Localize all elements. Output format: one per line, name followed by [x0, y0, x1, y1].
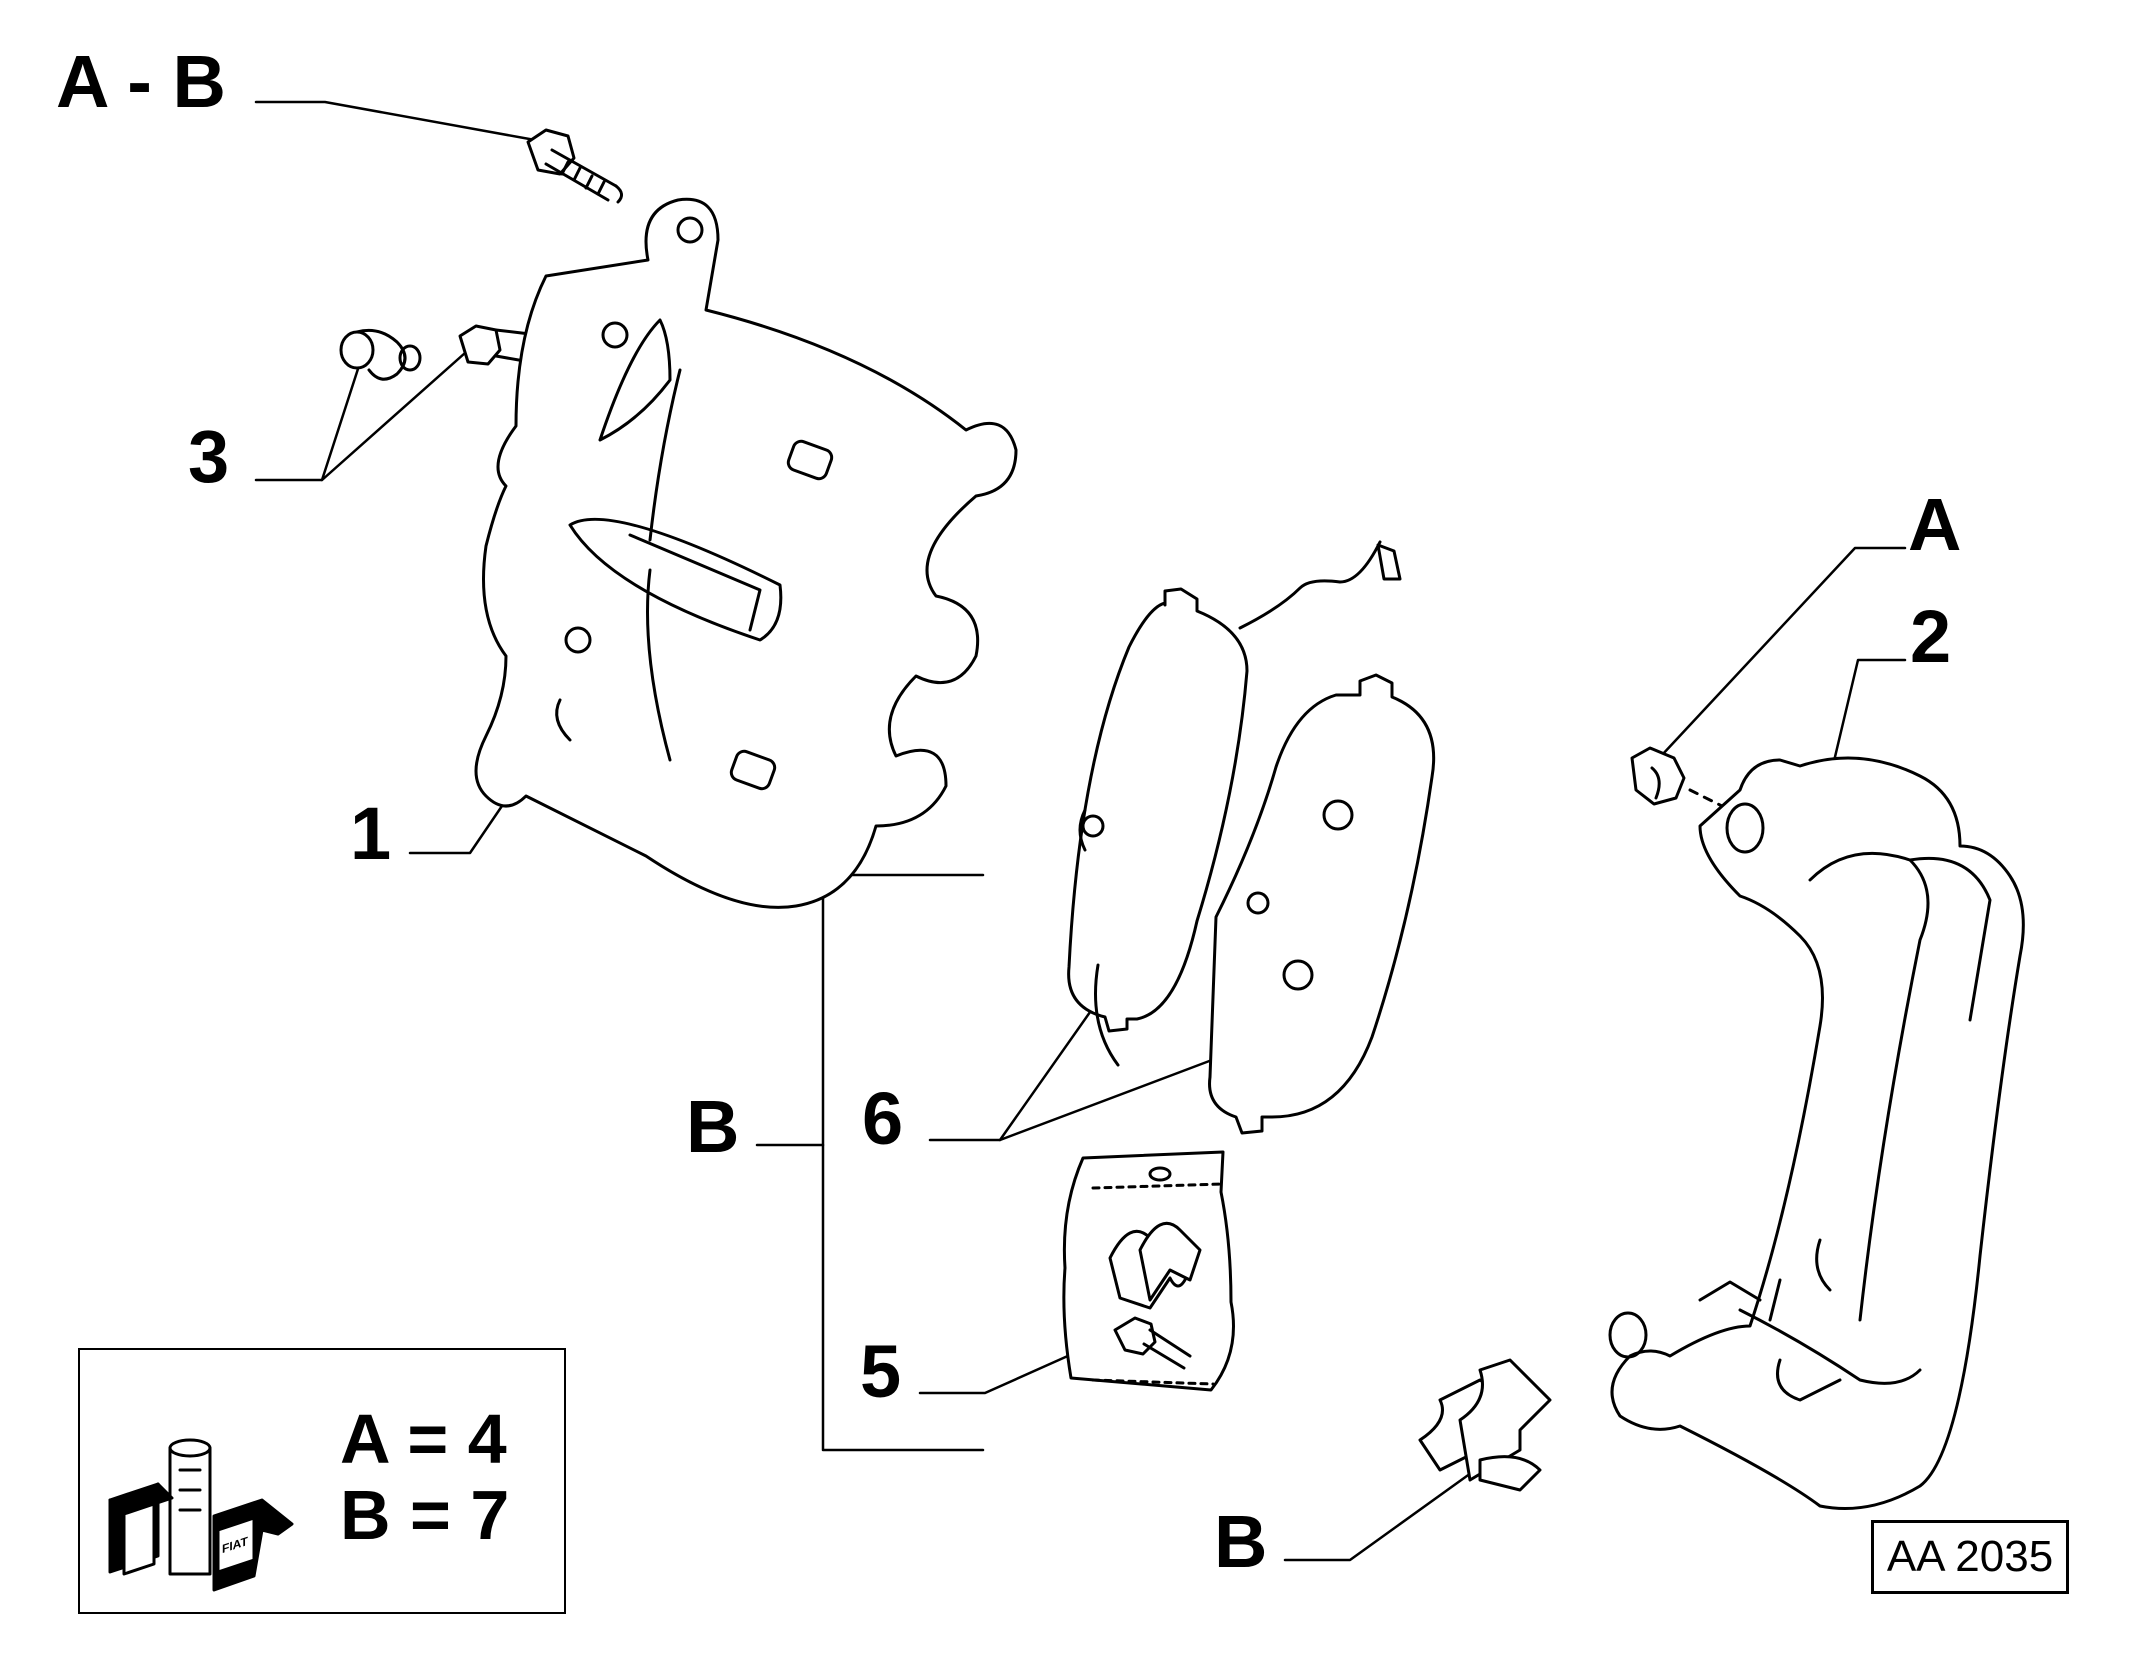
leader-ab: [254, 100, 537, 142]
leader-6: [928, 1003, 1097, 1142]
caliper-bracket-2: [1608, 756, 2025, 1510]
leader-a: [1660, 546, 1907, 757]
bolt-ab: [526, 128, 623, 204]
label-a: A: [1908, 483, 1962, 566]
reference-code: AA 2035: [1871, 1520, 2069, 1594]
leader-2: [1828, 658, 1907, 780]
kit-icon: [108, 1438, 294, 1592]
leader-lines: [254, 100, 1907, 1562]
label-ab: A - B: [56, 40, 226, 123]
kit-legend-box: [78, 1348, 566, 1614]
label-2: 2: [1910, 595, 1952, 678]
bracket-b: [821, 873, 985, 1452]
anti-rattle-spring-b: [1418, 1358, 1552, 1492]
label-1: 1: [350, 792, 392, 875]
leader-6b: [998, 1058, 1214, 1142]
legend-line-a: A = 4: [340, 1400, 507, 1478]
label-5: 5: [860, 1330, 902, 1413]
label-b-bottom: B: [1214, 1500, 1268, 1583]
leader-5: [918, 1353, 1072, 1395]
label-b-left: B: [686, 1085, 740, 1168]
caliper-body-1: [474, 197, 1018, 909]
leader-3b: [320, 343, 476, 482]
label-6: 6: [862, 1077, 904, 1160]
guide-bush-a: [1630, 746, 1732, 812]
leader-b-bottom: [1283, 1466, 1480, 1562]
label-3: 3: [188, 415, 230, 498]
legend-line-b: B = 7: [340, 1476, 510, 1554]
brake-pads-6: [1067, 540, 1436, 1135]
bagged-kit-5: [1062, 1150, 1235, 1392]
